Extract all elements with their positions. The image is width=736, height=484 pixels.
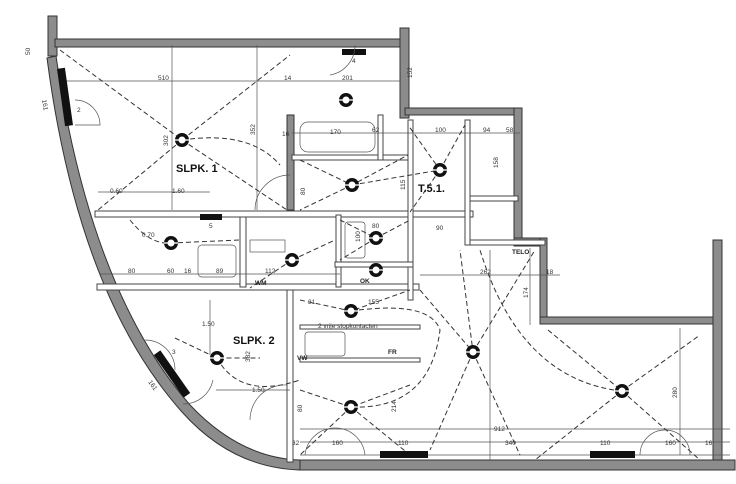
ceiling-light-icon (285, 253, 299, 267)
ceiling-lights (164, 93, 629, 414)
dim-label: 90 (436, 225, 444, 232)
dim-label: 174 (523, 287, 530, 298)
dim-label: 50 (25, 47, 32, 55)
dim-label: 214 (391, 401, 398, 412)
room-label-t51: T.5.1. (418, 183, 445, 195)
ceiling-light-icon (339, 93, 353, 107)
window-bottom-left (380, 451, 428, 458)
dim-label: 201 (342, 75, 353, 82)
dim-label: 62 (372, 127, 380, 134)
ceiling-light-icon (369, 263, 383, 277)
dim-label: 80 (128, 268, 136, 275)
dim-label: 100 (355, 231, 362, 242)
dimension-lines (60, 45, 730, 460)
dim-label: 2 (77, 107, 81, 114)
kitchen-sink (304, 331, 346, 357)
label-wm: WM (255, 280, 267, 287)
ceiling-light-icon (615, 384, 629, 398)
dim-label: 280 (672, 387, 679, 398)
dim-label: 4 (352, 58, 356, 65)
room-label-slpk2: SLPK. 2 (233, 335, 275, 347)
label-sockets: 2 vrije stopkontacten (318, 323, 378, 330)
dim-label: 110 (600, 440, 611, 447)
dim-label: 155 (368, 299, 379, 306)
dim-label: 352 (250, 124, 257, 135)
dim-label: 100 (435, 127, 446, 134)
dim-label: 1.60 (172, 188, 185, 195)
room-label-slpk1: SLPK. 1 (176, 163, 218, 175)
dim-label: 14 (284, 75, 292, 82)
windows (57, 49, 635, 458)
window-bottom-right (590, 451, 635, 458)
dim-label: 31 (308, 299, 316, 306)
dim-label: 89 (216, 268, 224, 275)
dim-label: 32 (292, 440, 300, 447)
dim-label: 0.70 (142, 232, 155, 239)
dim-label: 80 (297, 404, 304, 412)
window-3 (153, 350, 191, 398)
dimension-labels: 510 14 201 4 152 50 161 2 302 352 0.60 1… (25, 47, 713, 447)
ceiling-light-icon (344, 400, 358, 414)
dim-label: 16 (705, 440, 713, 447)
label-ok: OK (360, 278, 370, 285)
ceiling-light-icon (344, 304, 358, 318)
cupboard (249, 239, 286, 253)
dim-label: 115 (400, 179, 407, 190)
bathtub (299, 121, 376, 153)
dim-label: 60 (167, 268, 175, 275)
dim-label: 80 (300, 187, 307, 195)
label-fr: FR (388, 349, 397, 356)
window-2 (57, 67, 73, 127)
dim-label: 3 (172, 349, 176, 356)
dim-label: 94 (483, 127, 491, 134)
dim-label: 18 (546, 269, 554, 276)
window-5 (200, 214, 222, 220)
dim-label: 302 (163, 135, 170, 146)
fixtures (197, 121, 376, 357)
ceiling-light-icon (210, 351, 224, 365)
dim-label: 170 (330, 129, 341, 136)
dim-label: 912 (494, 426, 505, 433)
wiring (59, 49, 701, 461)
dim-label: 112 (265, 268, 276, 275)
dim-label: 262 (480, 269, 491, 276)
ceiling-light-icon (345, 178, 359, 192)
dim-label: 1.50 (202, 321, 215, 328)
dim-label: 382 (245, 351, 252, 362)
ceiling-light-icon (433, 163, 447, 177)
dim-label: 1.50 (252, 387, 265, 394)
ceiling-light-icon (369, 231, 383, 245)
label-telo: TELO (512, 249, 529, 256)
dim-label: 0.60 (110, 188, 123, 195)
dim-label: 158 (493, 157, 500, 168)
ceiling-light-icon (466, 345, 480, 359)
dim-label: 58 (506, 127, 514, 134)
interior-walls (94, 114, 546, 463)
dim-label: 80 (372, 223, 380, 230)
doors (74, 44, 691, 456)
ceiling-light-icon (164, 236, 178, 250)
dim-label: 110 (398, 440, 409, 447)
dim-label: 16 (184, 268, 192, 275)
dim-label: 160 (332, 440, 343, 447)
dim-label: 160 (665, 440, 676, 447)
exterior-walls (46, 15, 736, 471)
shower (197, 244, 237, 278)
dim-label: 510 (158, 75, 169, 82)
dim-label: 161 (40, 99, 49, 111)
label-vw: VW (297, 355, 308, 362)
dim-label: 5 (209, 223, 213, 230)
dim-label: 340 (505, 440, 516, 447)
dim-label: 152 (407, 67, 414, 78)
ceiling-light-icon (175, 133, 189, 147)
washbasin (344, 221, 366, 259)
dim-label: 16 (282, 131, 290, 138)
